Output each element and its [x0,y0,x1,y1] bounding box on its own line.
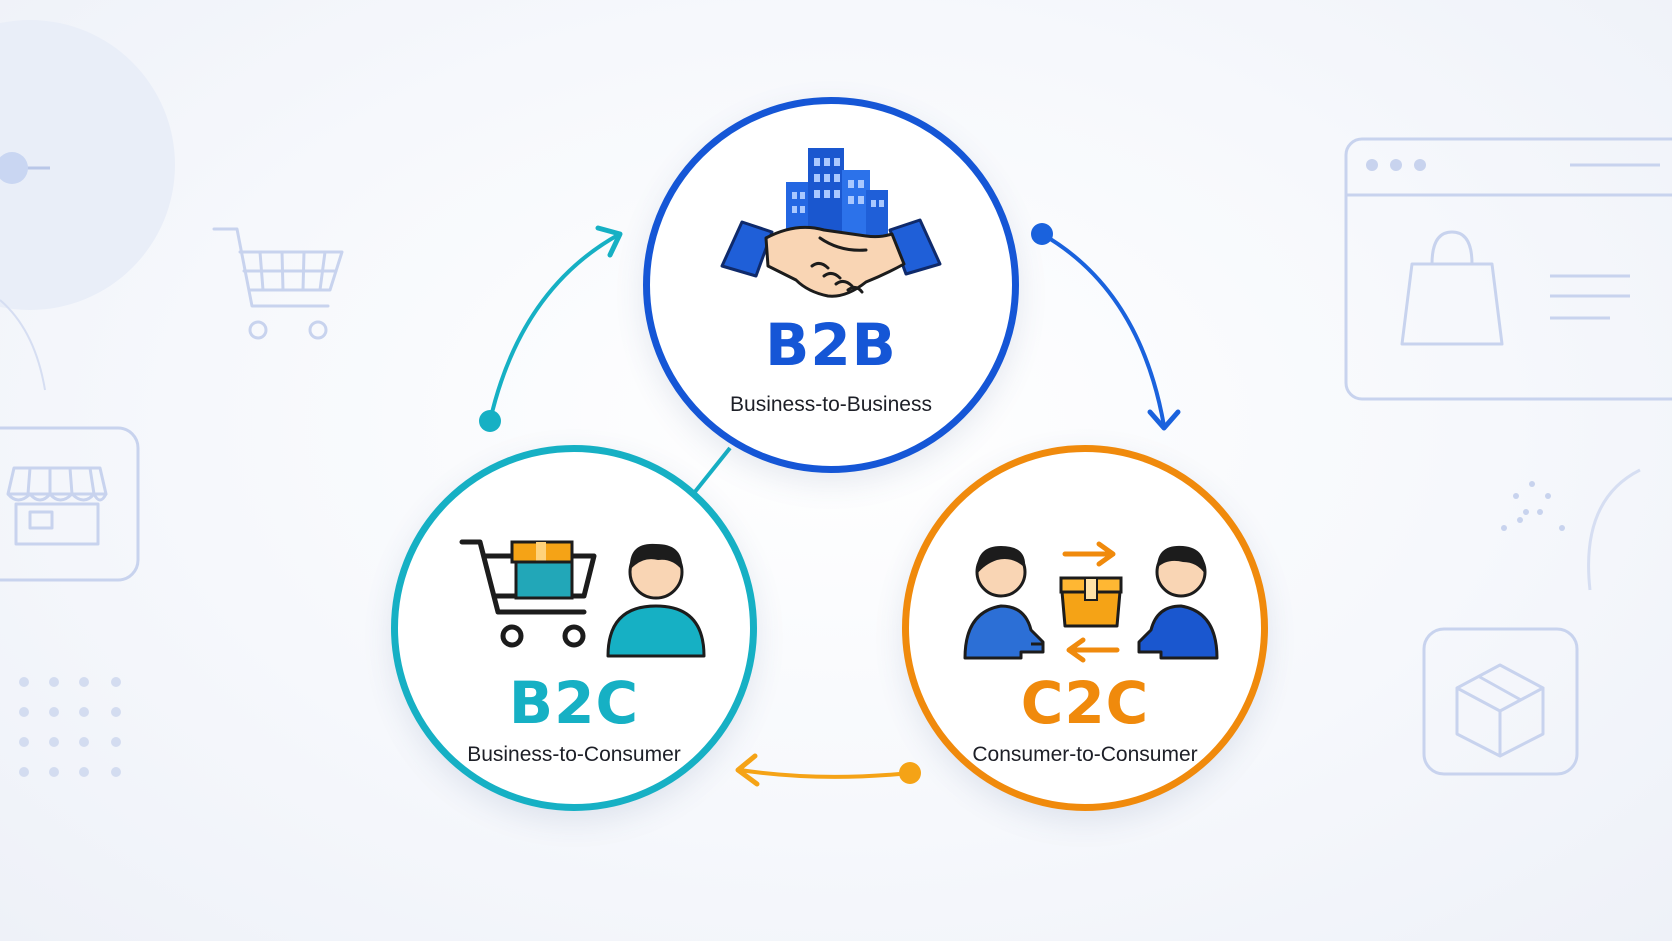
node-b2c-code: B2C [508,669,640,737]
shopping-cart-person-icon [459,539,706,658]
node-b2c: B2C Business-to-Consumer [391,445,757,811]
node-b2b-label: Business-to-Business [730,393,932,416]
shopping-bag-icon [1400,230,1504,346]
node-c2c: C2C Consumer-to-Consumer [902,445,1268,811]
node-b2c-label: Business-to-Consumer [467,743,681,766]
browser-window-icon [1344,137,1672,401]
people-exchange-icon [963,541,1219,663]
arrow-b2b-to-c2c [1031,223,1181,431]
shopping-cart-icon [212,227,344,340]
decor-circle [0,20,175,310]
storefront-icon [0,426,140,582]
arrow-c2c-to-b2c [735,753,921,787]
b2b-b2c-link [688,446,732,500]
node-b2b: B2B Business-to-Business [643,97,1019,473]
decor-sparkles [1501,481,1565,531]
node-c2c-label: Consumer-to-Consumer [972,743,1198,766]
decor-dot [0,152,28,184]
handshake-buildings-icon [720,148,942,298]
node-c2c-code: C2C [1020,669,1150,737]
browser-dots [1366,159,1426,171]
package-icon [1422,627,1579,776]
dot-grid [19,677,121,777]
arrow-b2c-to-b2b [479,225,623,432]
node-b2b-code: B2B [765,311,897,379]
